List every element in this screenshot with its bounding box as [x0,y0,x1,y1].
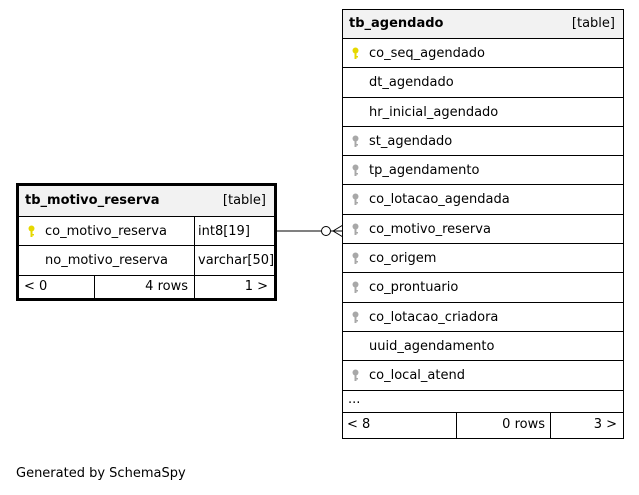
children-link[interactable]: 1 > [244,278,268,294]
foreign-key-icon [352,369,359,382]
column-row[interactable]: hr_inicial_agendado [343,98,623,127]
column-name: co_prontuario [369,280,459,296]
column-name: no_motivo_reserva [45,253,168,269]
column-name: co_local_atend [369,368,465,384]
column-name: co_motivo_reserva [369,221,491,237]
column-name: st_agendado [369,133,453,149]
more-columns-row: ... [343,391,623,413]
table-tb-motivo-reserva[interactable]: tb_motivo_reserva [table] co_motivo_rese… [16,183,277,301]
foreign-key-icon [352,252,359,265]
column-name: uuid_agendamento [369,338,495,354]
column-row[interactable]: no_motivo_reserva varchar[50] [19,246,275,276]
table-tb-agendado[interactable]: tb_agendado [table] co_seq_agendado dt_a… [342,9,624,439]
generator-caption: Generated by SchemaSpy [16,466,186,481]
column-row[interactable]: co_lotacao_agendada [343,185,623,215]
table-header: tb_agendado [table] [343,10,623,39]
column-row[interactable]: co_seq_agendado [343,39,623,69]
table-type: [table] [222,193,266,208]
column-row[interactable]: co_origem [343,244,623,274]
column-row[interactable]: co_motivo_reserva [343,215,623,245]
row-count: 0 rows [502,416,545,432]
foreign-key-icon [352,311,359,323]
column-row[interactable]: st_agendado [343,127,623,157]
column-row[interactable]: co_motivo_reserva int8[19] [19,217,274,247]
column-type: int8[19] [198,224,250,239]
table-name: tb_agendado [349,16,444,31]
children-link[interactable]: 3 > [593,416,617,432]
foreign-key-icon [352,135,359,147]
column-row[interactable]: co_prontuario [343,273,623,303]
column-name: co_lotacao_criadora [369,309,499,325]
foreign-key-icon [352,164,359,177]
parents-link[interactable]: < 0 [24,278,48,294]
column-row[interactable]: uuid_agendamento [343,332,623,362]
row-count: 4 rows [145,278,188,294]
table-name: tb_motivo_reserva [25,193,160,208]
column-name: co_lotacao_agendada [369,192,510,208]
column-name: co_motivo_reserva [45,224,167,239]
column-name: co_origem [369,251,437,267]
table-footer: < 8 0 rows 3 > [343,412,623,438]
foreign-key-icon [352,223,359,235]
column-name: dt_agendado [369,75,454,91]
foreign-key-icon [352,281,359,294]
column-row[interactable]: co_local_atend [343,361,623,391]
parents-link[interactable]: < 8 [347,416,371,432]
table-header: tb_motivo_reserva [table] [19,186,274,217]
foreign-key-icon [352,193,359,206]
table-footer: < 0 4 rows 1 > [19,275,274,298]
column-name: co_seq_agendado [369,46,486,61]
column-row[interactable]: dt_agendado [343,68,623,98]
more-columns-ellipsis: ... [348,391,361,407]
table-type: [table] [571,16,615,31]
column-type: varchar[50] [198,253,275,269]
column-row[interactable]: co_lotacao_criadora [343,303,623,332]
column-name: hr_inicial_agendado [369,104,499,120]
column-name: tp_agendamento [369,163,480,179]
primary-key-icon [28,225,35,237]
primary-key-icon [352,47,359,59]
column-row[interactable]: tp_agendamento [343,156,623,186]
